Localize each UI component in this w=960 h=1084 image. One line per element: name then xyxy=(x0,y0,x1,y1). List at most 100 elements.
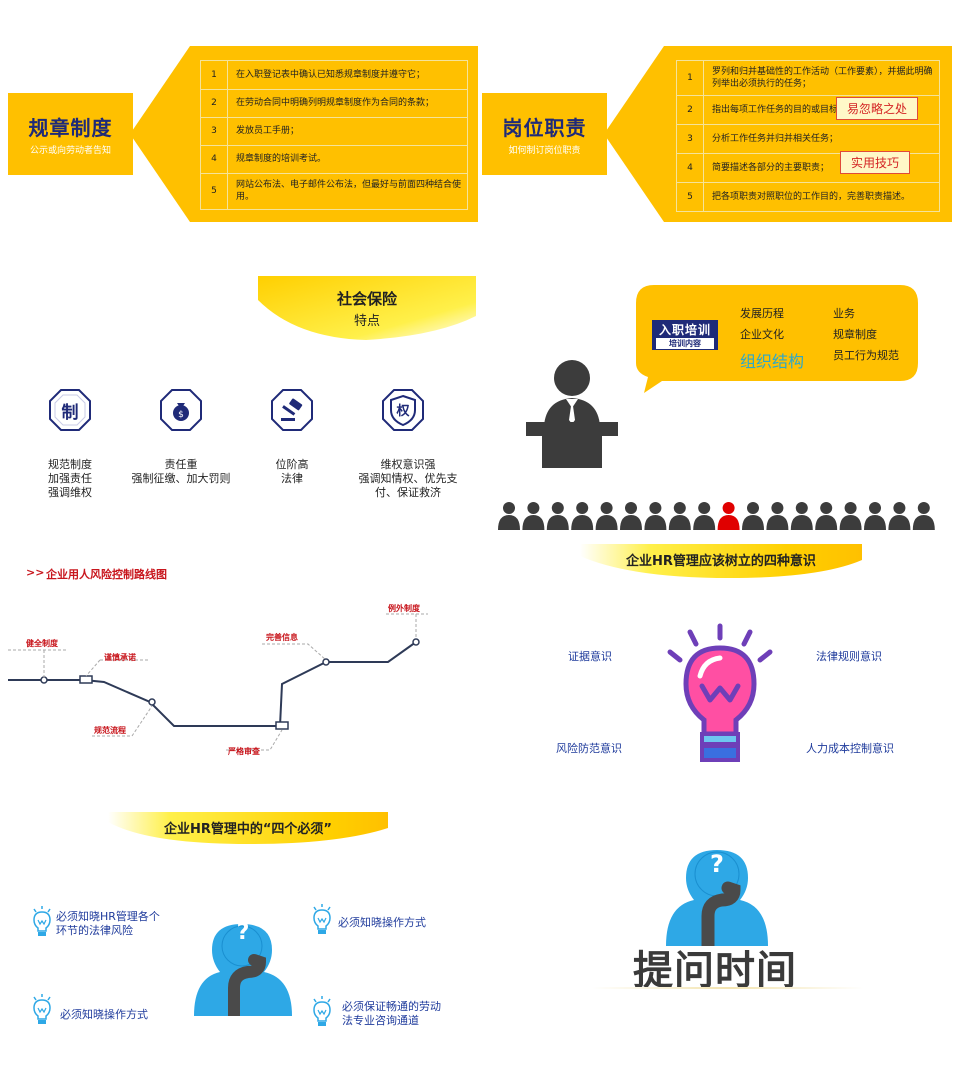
route-label: 例外制度 xyxy=(388,604,420,613)
audience-person xyxy=(790,502,813,530)
question-mark: ? xyxy=(236,920,250,945)
audience-row xyxy=(498,502,935,530)
lightbulb-icon xyxy=(667,623,773,762)
audience-person xyxy=(644,502,667,530)
row-text: 把各项职责对照职位的工作目的，完善职责描述。 xyxy=(712,191,911,202)
svg-text:$: $ xyxy=(178,410,184,420)
money-bag-icon: $ xyxy=(160,389,202,431)
route-title-arrow: >> xyxy=(26,566,45,579)
table-row: 4 规章制度的培训考试。 xyxy=(201,145,467,174)
audience-person xyxy=(766,502,789,530)
rules-card-arrow xyxy=(130,46,478,222)
awareness-item: 人力成本控制意识 xyxy=(806,742,894,755)
gavel-icon xyxy=(271,389,313,431)
route-label: 谨慎承诺 xyxy=(104,653,136,662)
route-title: 企业用人风险控制路线图 xyxy=(46,568,167,581)
duty-card-label: 岗位职责 如何制订岗位职责 xyxy=(482,93,607,175)
row-number: 3 xyxy=(201,117,228,145)
row-text: 发放员工手册； xyxy=(236,126,300,136)
feature-line: 付、保证救济 xyxy=(375,486,441,499)
feature-line: 强调知情权、优先支 xyxy=(358,472,458,485)
must-item: 必须知晓HR管理各个环节的法律风险 xyxy=(56,910,160,937)
row-text: 分析工作任务并归并相关任务； xyxy=(712,133,839,144)
lightbulb-icon xyxy=(33,906,51,936)
row-text: 网站公布法、电子邮件公布法，但最好与前面四种结合使用。 xyxy=(236,180,462,202)
row-number: 3 xyxy=(677,124,704,153)
feature-line: 维权意识强 xyxy=(380,458,436,471)
row-text: 罗列和归并基础性的工作活动（工作要素），并据此明确列举出必须执行的任务； xyxy=(712,67,933,89)
route-map xyxy=(8,613,428,751)
feature-line: 强制征缴、加大罚则 xyxy=(131,472,231,485)
training-item: 业务 xyxy=(833,307,855,320)
audience-person xyxy=(864,502,886,530)
must-item: 必须保证畅通的劳动法专业咨询通道 xyxy=(342,1000,441,1027)
table-row: 2 在劳动合同中明确列明规章制度作为合同的条款； xyxy=(201,89,467,118)
table-row: 5 网站公布法、电子邮件公布法，但最好与前面四种结合使用。 xyxy=(201,173,467,209)
lightbulb-icon xyxy=(313,904,331,934)
rules-card-table: 1 在入职登记表中确认已知悉规章制度并遵守它； 2 在劳动合同中明确列明规章制度… xyxy=(200,60,468,210)
feature-line: 规范制度 xyxy=(48,458,92,471)
social-title: 社会保险 xyxy=(336,290,397,308)
row-number: 4 xyxy=(201,145,228,173)
audience-person-highlight xyxy=(717,502,740,530)
audience-person xyxy=(912,502,935,530)
row-number: 2 xyxy=(677,95,704,124)
table-row: 3 发放员工手册； xyxy=(201,117,467,146)
audience-person xyxy=(668,502,691,530)
quan-glyph: 权 xyxy=(396,404,410,419)
feature-line: 法律 xyxy=(281,472,303,485)
duty-card-title: 岗位职责 xyxy=(502,116,587,140)
qa-underline xyxy=(592,987,864,989)
route-label: 健全制度 xyxy=(26,639,58,648)
musts-banner xyxy=(108,812,388,844)
feature-line: 责任重 xyxy=(164,458,198,471)
table-row: 5 把各项职责对照职位的工作目的，完善职责描述。 xyxy=(677,182,939,211)
qa-title: 提问时间 xyxy=(633,948,797,994)
audience-person xyxy=(522,502,545,530)
audience-person xyxy=(693,502,716,530)
qa-question-mark: ? xyxy=(710,850,724,878)
row-number: 1 xyxy=(201,61,228,89)
audience-person xyxy=(595,502,618,530)
audience-person xyxy=(571,502,594,530)
duty-card-subtitle: 如何制订岗位职责 xyxy=(508,146,581,156)
must-item: 必须知晓操作方式 xyxy=(60,1008,148,1021)
question-person-icon xyxy=(666,850,768,946)
speech-bubble xyxy=(636,285,918,393)
feature-line: 加强责任 xyxy=(48,472,92,485)
row-number: 5 xyxy=(677,182,704,211)
row-number: 4 xyxy=(677,153,704,182)
audience-person xyxy=(498,502,520,530)
tip-tag: 实用技巧 xyxy=(840,151,911,174)
audience-person xyxy=(839,502,862,530)
lightbulb-icon xyxy=(313,996,331,1026)
rules-card-label: 规章制度 公示或向劳动者告知 xyxy=(8,93,133,175)
feature-text-4: 维权意识强 强调知情权、优先支 付、保证救济 xyxy=(348,458,468,500)
feature-text-3: 位阶高 法律 xyxy=(242,458,342,486)
awareness-title: 企业HR管理应该树立的四种意识 xyxy=(626,554,816,569)
lightbulb-icon xyxy=(33,994,51,1024)
audience-person xyxy=(742,502,764,530)
training-item: 企业文化 xyxy=(740,328,784,341)
feature-text-1: 规范制度 加强责任 强调维权 xyxy=(20,458,120,500)
row-text: 在劳动合同中明确列明规章制度作为合同的条款； xyxy=(236,98,435,108)
route-label: 完善信息 xyxy=(266,633,298,642)
awareness-item: 证据意识 xyxy=(568,650,612,663)
feature-line: 位阶高 xyxy=(275,458,309,471)
awareness-item: 法律规则意识 xyxy=(816,650,882,663)
table-row: 1 罗列和归并基础性的工作活动（工作要素），并据此明确列举出必须执行的任务； xyxy=(677,61,939,96)
route-label: 严格审查 xyxy=(228,747,260,756)
audience-person xyxy=(546,502,569,530)
training-item: 员工行为规范 xyxy=(833,349,899,362)
zhi-glyph: 制 xyxy=(61,403,79,423)
row-number: 1 xyxy=(677,61,704,95)
awareness-banner xyxy=(580,544,862,578)
social-banner xyxy=(258,276,476,340)
table-row: 4 简要描述各部分的主要职责； xyxy=(677,153,939,183)
duty-card-arrow xyxy=(604,46,952,222)
rules-card-subtitle: 公示或向劳动者告知 xyxy=(29,146,111,156)
rules-card-title: 规章制度 xyxy=(28,116,113,140)
audience-person xyxy=(620,502,642,530)
audience-person xyxy=(815,502,838,530)
must-item: 必须知晓操作方式 xyxy=(338,916,426,929)
